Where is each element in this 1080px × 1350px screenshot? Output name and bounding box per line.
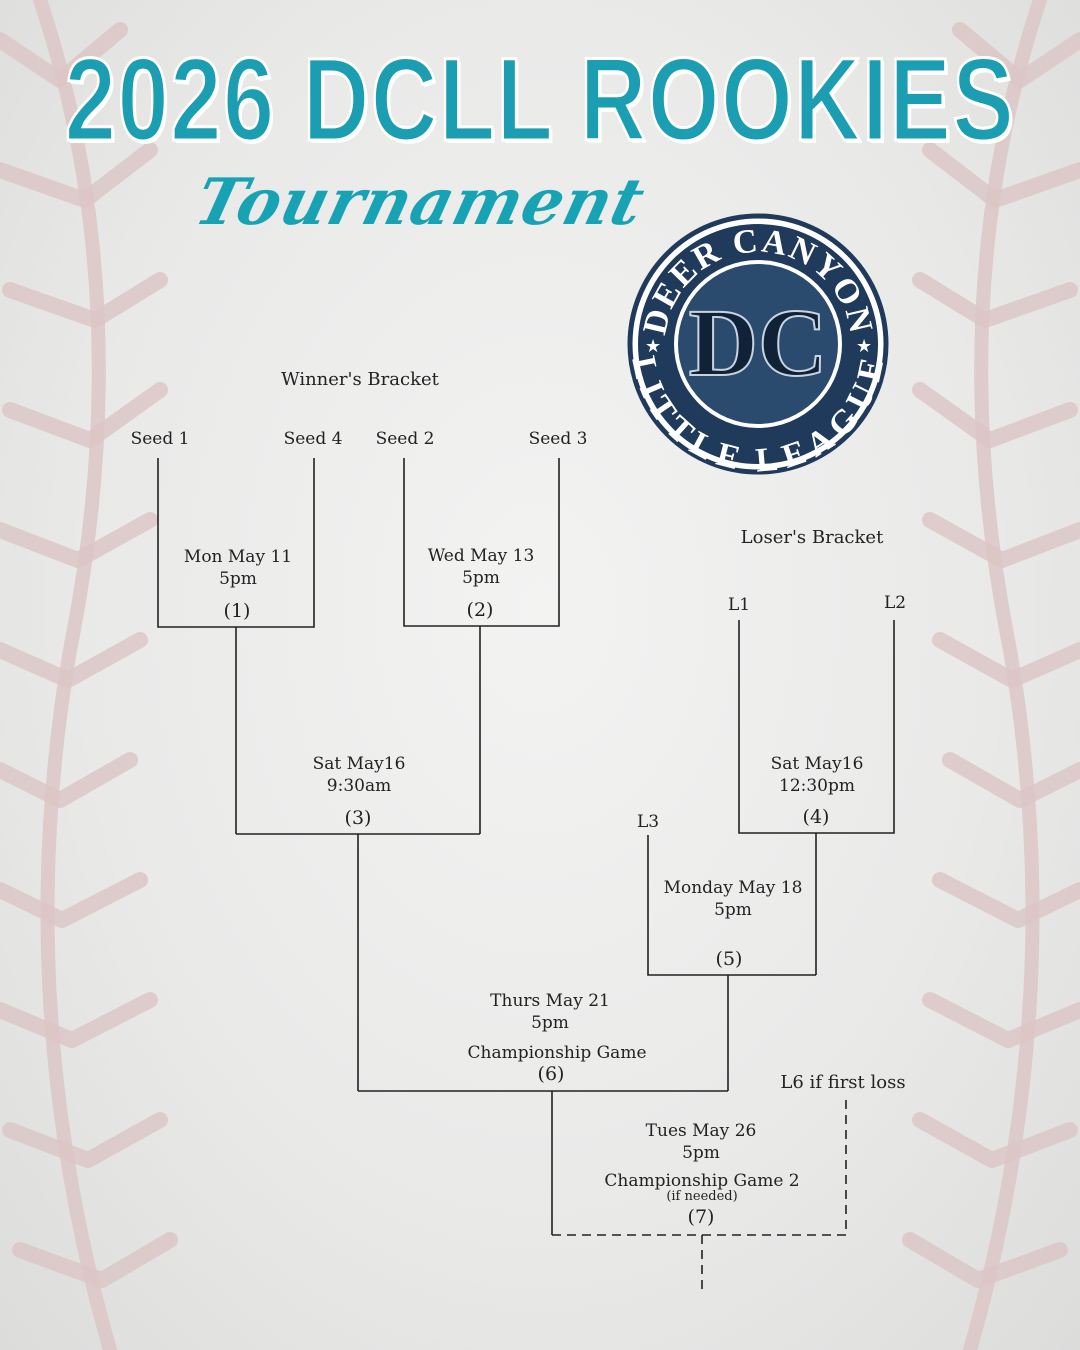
game-6-title: Championship Game (467, 1043, 647, 1063)
seed-label: Seed 1 (130, 429, 190, 449)
game-4-date: Sat May16 (770, 754, 864, 774)
poster-subtitle: Tournament (187, 165, 653, 240)
game-5-number: (5) (715, 948, 743, 970)
winners-bracket-label: Winner's Bracket (281, 369, 439, 390)
game-3-number: (3) (344, 807, 372, 829)
game-6-time: 5pm (531, 1013, 569, 1033)
game-3-time: 9:30am (326, 776, 392, 796)
game-7-title: Championship Game 2 (604, 1171, 800, 1191)
loser-slot-label: L3 (636, 812, 660, 832)
game-1-number: (1) (223, 600, 251, 622)
game-3-date: Sat May16 (312, 754, 406, 774)
game-2-time: 5pm (462, 568, 500, 588)
game-2-number: (2) (466, 599, 494, 621)
game-2-date: Wed May 13 (427, 546, 535, 566)
loser-slot-label: L2 (883, 593, 907, 613)
game-4-number: (4) (802, 806, 830, 828)
game-6-number: (6) (537, 1063, 565, 1085)
losers-bracket-label: Loser's Bracket (740, 527, 884, 548)
game-5-date: Monday May 18 (663, 878, 803, 898)
seed-label: Seed 4 (283, 429, 343, 449)
seed-label: Seed 3 (528, 429, 588, 449)
game-5-time: 5pm (714, 900, 752, 920)
game-7-time: 5pm (682, 1143, 720, 1163)
seed-label: Seed 2 (375, 429, 435, 449)
loser-slot-label: L1 (727, 595, 751, 615)
game-1-time: 5pm (219, 569, 257, 589)
game-1-date: Mon May 11 (183, 547, 293, 567)
game-7-date: Tues May 26 (645, 1121, 757, 1141)
game-7-if-needed: (if needed) (666, 1189, 738, 1204)
poster-title: 2026 DCLL ROOKIES (64, 34, 1016, 166)
game-4-time: 12:30pm (779, 776, 855, 796)
game-7-note: L6 if first loss (780, 1072, 906, 1093)
game-7-number: (7) (687, 1206, 715, 1228)
game-6-date: Thurs May 21 (490, 991, 610, 1011)
